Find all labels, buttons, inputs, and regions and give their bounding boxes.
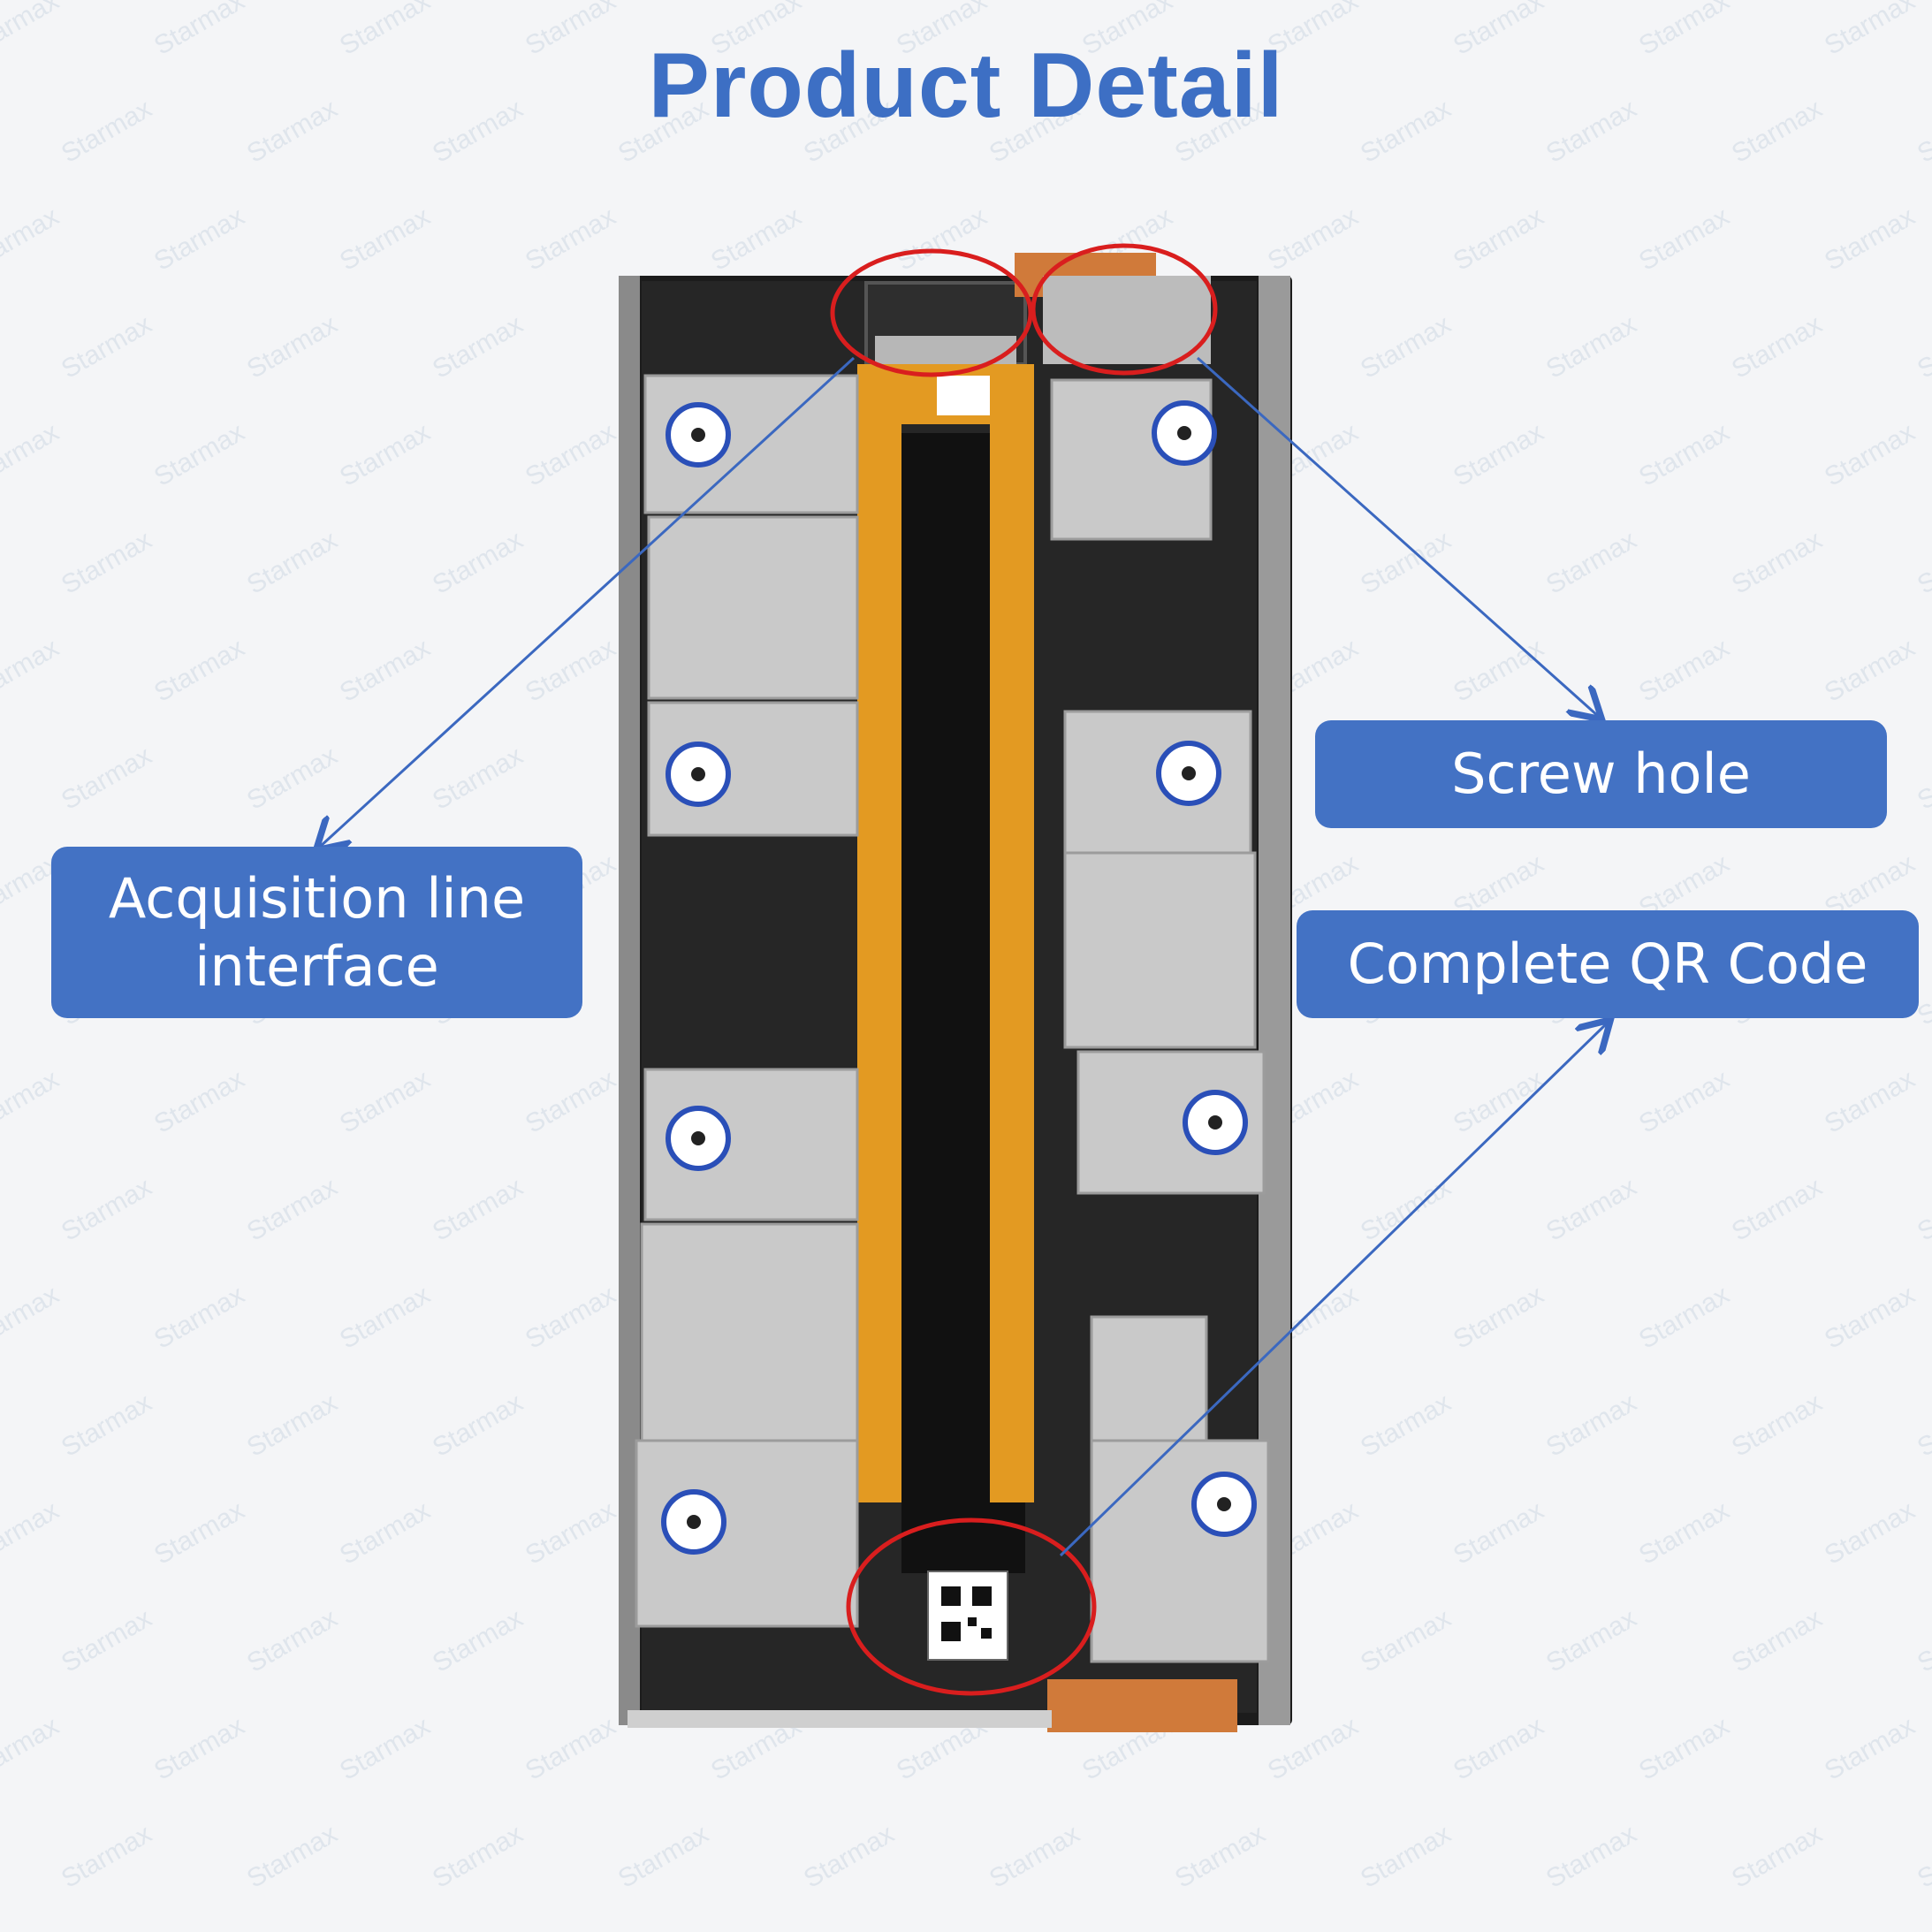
plate-right-3 xyxy=(1063,851,1257,1049)
page-title: Product Detail xyxy=(648,34,1284,137)
highlight-circles xyxy=(830,243,1218,1696)
circle-screw-hole xyxy=(1031,243,1218,376)
leader-lines xyxy=(320,356,1607,1557)
screw-hole-centers xyxy=(687,426,1231,1529)
plate-right-5 xyxy=(1090,1315,1208,1442)
connector-top-strip xyxy=(875,336,1016,368)
circle-qr-code xyxy=(846,1517,1097,1696)
callout-acquisition-line1: Acquisition line xyxy=(108,865,526,931)
plate-left-2 xyxy=(647,515,859,700)
qr-label xyxy=(927,1571,1008,1661)
plate-right-6 xyxy=(1090,1439,1270,1663)
callout-acquisition-line2: interface xyxy=(194,934,439,999)
top-right-plate xyxy=(1043,276,1211,364)
arrow-qr-code xyxy=(1059,1023,1607,1557)
left-cell-plates xyxy=(635,374,859,1628)
callout-screw-hole: Screw hole xyxy=(1315,720,1887,828)
arrow-screw-hole xyxy=(1197,356,1598,716)
plate-right-4 xyxy=(1076,1050,1266,1195)
flex-pcb xyxy=(857,364,1034,1502)
circle-acquisition-interface xyxy=(830,248,1033,377)
housing-bottom-strip xyxy=(628,1710,1052,1728)
arrow-acquisition xyxy=(320,356,856,847)
plate-left-5 xyxy=(640,1222,859,1442)
callout-complete-qr-code: Complete QR Code xyxy=(1297,910,1919,1018)
terminal-bottom-orange xyxy=(1047,1679,1237,1732)
qr-code-pattern xyxy=(941,1586,992,1641)
flex-pcb-label xyxy=(937,376,990,415)
callout-acquisition-line-interface: Acquisition line interface xyxy=(51,847,582,1018)
